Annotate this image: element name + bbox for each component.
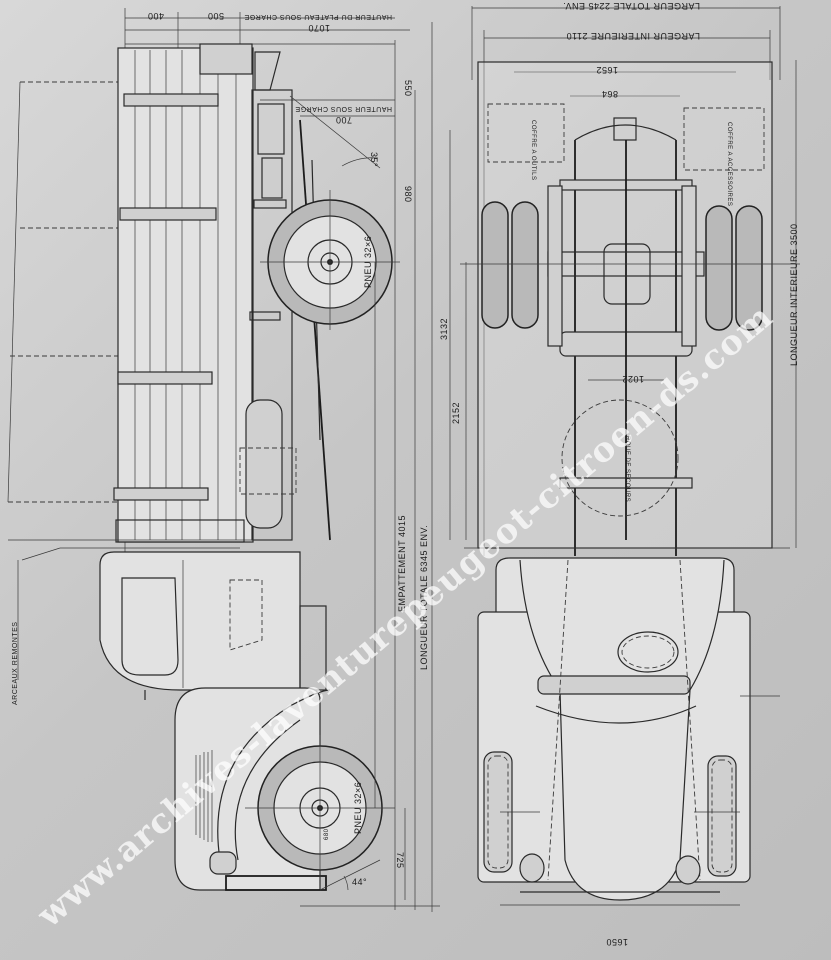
label-coffre-accessoires: COFFRE A ACCESSOIRES: [726, 122, 732, 207]
dim-700: 700: [335, 115, 352, 125]
dim-3132: 3132: [439, 317, 449, 340]
side-view: [7, 8, 467, 912]
label-largeur-interieure: LARGEUR INTERIEURE 2110: [566, 31, 700, 41]
dim-1650: 1650: [605, 937, 628, 947]
dim-500: 500: [207, 11, 224, 21]
dim-1652: 1652: [595, 65, 618, 75]
label-coffre-outils: COFFRE A OUTILS: [530, 120, 536, 181]
dim-680: 680: [324, 828, 330, 840]
label-hauteur-plateau: HAUTEUR DU PLATEAU SOUS CHARGE: [244, 13, 392, 20]
dim-725: 725: [395, 852, 405, 869]
label-largeur-totale: LARGEUR TOTALE 2245 ENV.: [562, 1, 700, 11]
label-longueur-interieure: LONGUEUR INTERIEURE 3500: [789, 223, 799, 366]
angle-35: 35°: [369, 152, 379, 168]
label-hauteur-sous-charge: HAUTEUR SOUS CHARGE: [294, 105, 392, 112]
label-pneu-front: PNEU 32×6: [353, 781, 363, 834]
label-pneu-rear: PNEU 32×6: [363, 235, 373, 288]
dim-2152: 2152: [451, 401, 461, 424]
dim-864: 864: [601, 89, 618, 99]
top-view: [460, 6, 800, 906]
angle-44: 44°: [352, 877, 368, 887]
dim-400: 400: [147, 11, 164, 21]
dim-1070: 1070: [307, 23, 330, 33]
dim-550: 550: [403, 80, 413, 97]
dim-1022: 1022: [621, 374, 644, 384]
label-arceaux-remontes: ARCEAUX REMONTES: [12, 621, 19, 705]
dim-980: 980: [403, 186, 413, 203]
